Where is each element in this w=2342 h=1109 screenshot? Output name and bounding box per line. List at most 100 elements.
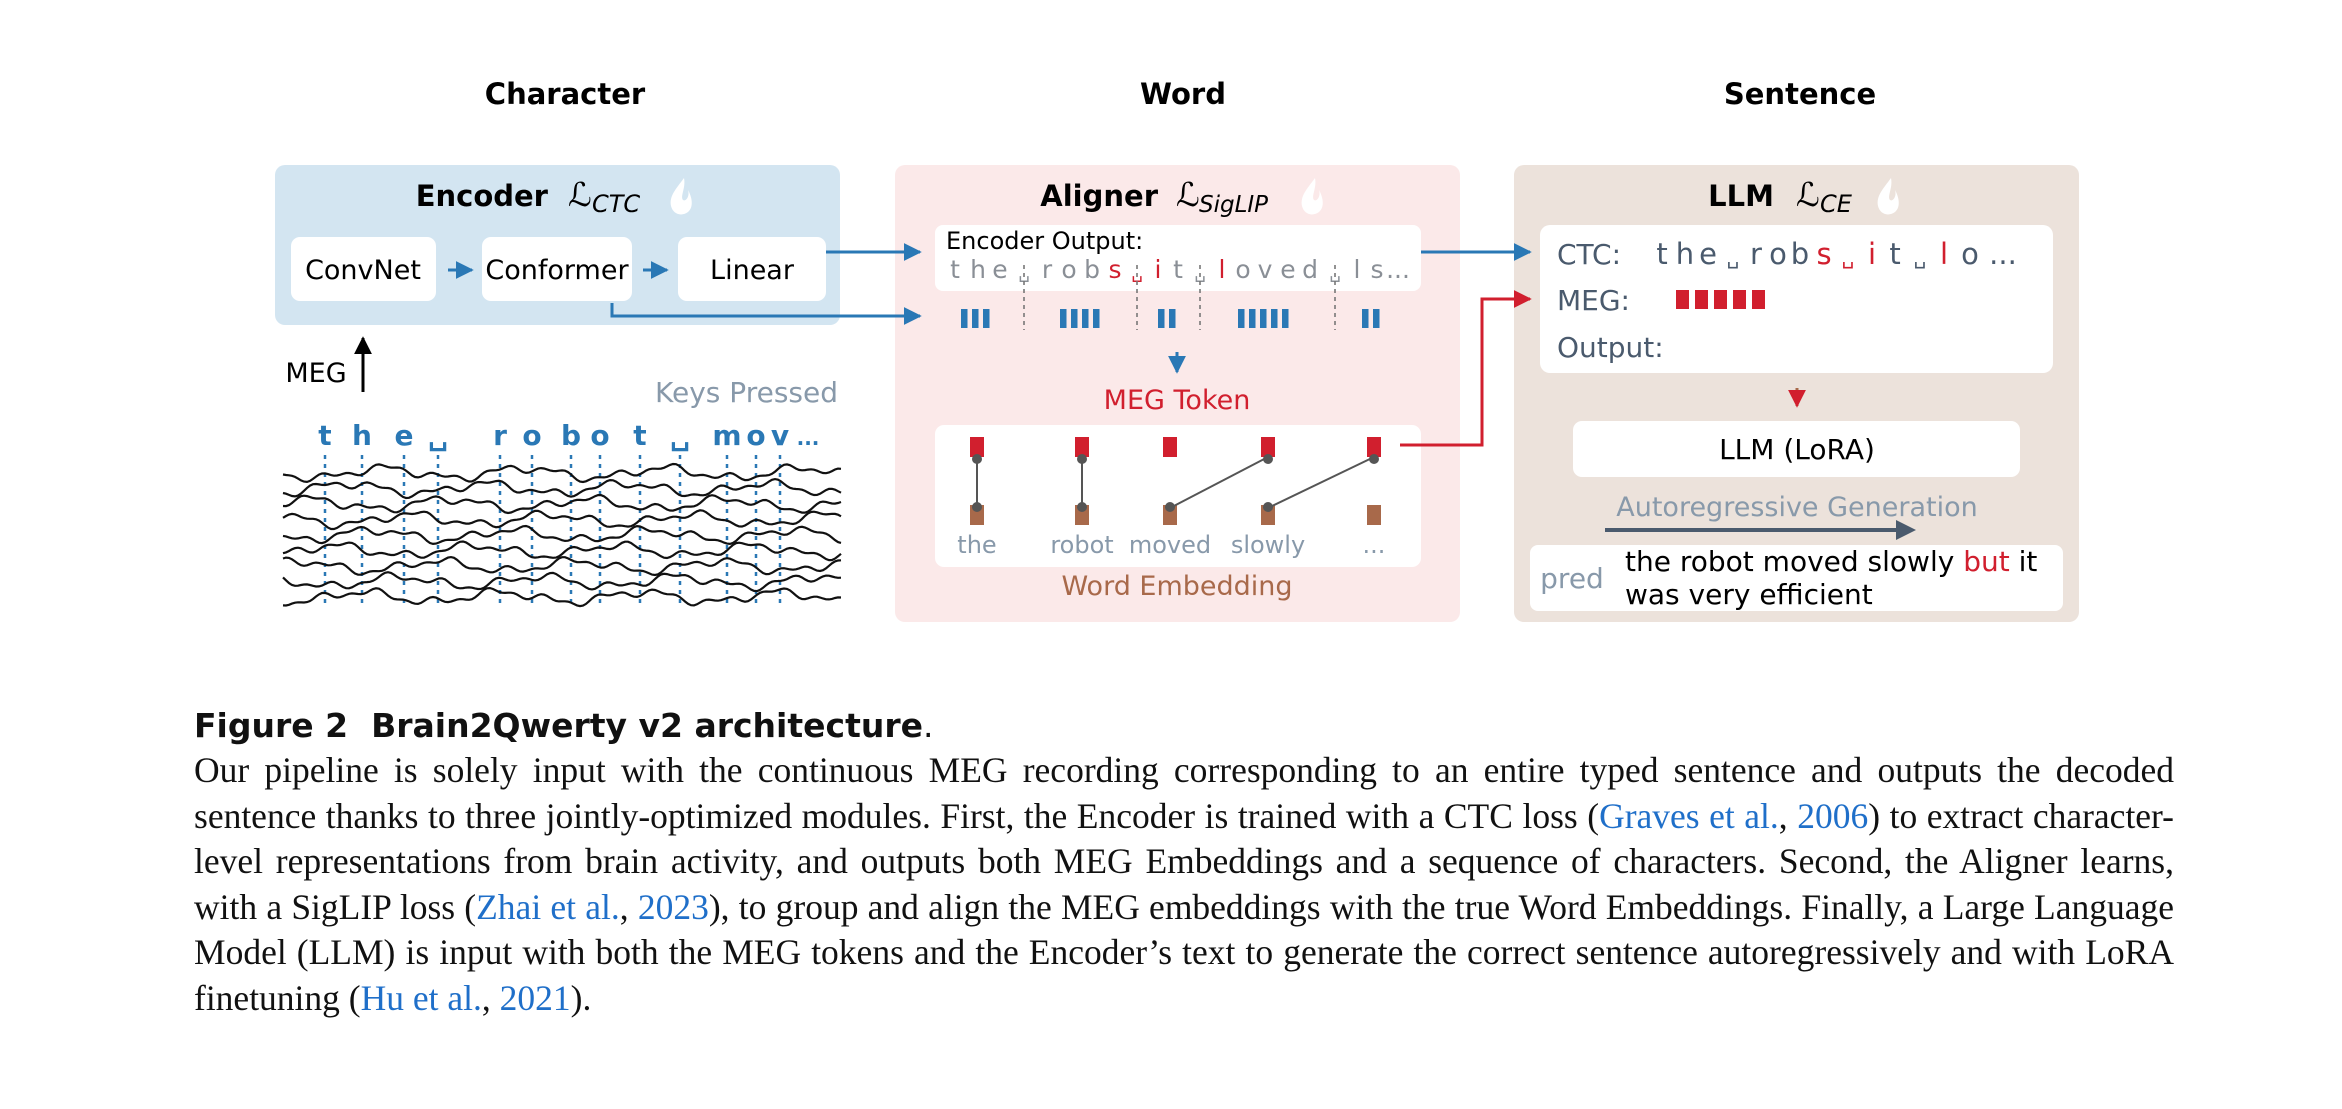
meg-embedding-bar: [1362, 309, 1369, 328]
encoder-output-box: [935, 225, 1421, 291]
key-char: ␣: [428, 419, 448, 452]
figure-caption: Figure 2 Brain2Qwerty v2 architecture. O…: [194, 702, 2174, 1021]
encoder-output-char: l: [1219, 255, 1226, 284]
linear-box: [678, 237, 826, 301]
meg-embedding-bar: [1373, 309, 1380, 328]
meg-input-row-label: MEG:: [1557, 284, 1630, 317]
key-char: o: [746, 419, 765, 452]
encoder-output-char: l: [1354, 255, 1361, 284]
prediction-box: [1530, 545, 2063, 611]
meg-token-square: [1733, 290, 1746, 309]
citation-zhai-year-link[interactable]: 2023: [637, 886, 709, 927]
meg-trace: [282, 509, 842, 531]
meg-token-square: [1367, 437, 1381, 457]
key-char: ...: [797, 426, 820, 450]
ctc-char: l: [1940, 237, 1948, 271]
alignment-node: [972, 502, 982, 512]
meg-embedding-bar: [1158, 309, 1165, 328]
llm-loss-symbol: ℒ: [1796, 175, 1820, 214]
ctc-char: i: [1868, 237, 1876, 271]
key-char: r: [493, 419, 507, 452]
key-char: o: [522, 419, 541, 452]
citation-hu-year-link[interactable]: 2021: [499, 977, 571, 1018]
prediction-line-1: the robot moved slowly but it: [1625, 545, 2037, 578]
llm-lora-box: [1573, 421, 2020, 477]
conformer-label: Conformer: [485, 255, 629, 286]
ctc-char: r: [1750, 237, 1762, 271]
meg-token-squares: [1676, 290, 1765, 309]
caption-sep-2: ,: [619, 886, 638, 927]
encoder-output-char: e: [1280, 255, 1295, 284]
caption-text-1: Our pipeline is solely input with the co…: [194, 750, 2174, 836]
keys-pressed-label: Keys Pressed: [655, 376, 838, 409]
encoder-output-char: ␣: [1194, 262, 1205, 283]
caption-text-2: ) to extract character-level representat…: [194, 795, 2174, 927]
key-char: v: [771, 419, 789, 452]
alignment-node: [1263, 502, 1273, 512]
encoder-output-char: i: [1155, 255, 1162, 284]
meg-trace: [282, 477, 842, 500]
key-char: b: [561, 419, 581, 452]
output-row-label: Output:: [1557, 331, 1664, 364]
meg-embedding-bar: [1260, 309, 1267, 328]
llm-trainable-flame-icon: [1877, 178, 1899, 215]
word-label: slowly: [1231, 531, 1305, 559]
convnet-box: [291, 237, 436, 301]
alignment-node: [1165, 502, 1175, 512]
meg-trace: [282, 586, 842, 608]
alignment-node: [1077, 454, 1087, 464]
meg-embedding-bar: [1071, 309, 1078, 328]
meg-embedding-bar: [1282, 309, 1289, 328]
meg-embedding-bars: [961, 309, 1380, 328]
meg-input-label: MEG: [285, 358, 346, 389]
caption-text-3: ), to group and align the MEG embeddings…: [194, 886, 2175, 1018]
llm-title: LLM: [1708, 179, 1774, 213]
ctc-char: o: [1769, 237, 1787, 271]
aligner-title: Aligner: [1040, 179, 1158, 213]
citation-zhai-link[interactable]: Zhai et al.: [476, 886, 620, 927]
key-char: m: [712, 419, 741, 452]
aligner-loss-subscript: SigLIP: [1199, 192, 1268, 218]
meg-embedding-bar: [1238, 309, 1245, 328]
meg-token-square: [1163, 437, 1177, 457]
encoder-output-char: r: [1042, 255, 1053, 284]
architecture-figure: Character Word Sentence Encoder ℒ CTC Co…: [275, 77, 2079, 622]
key-char: ␣: [670, 419, 690, 452]
encoder-output-char: t: [950, 255, 960, 284]
encoder-panel: Encoder ℒ CTC ConvNet Conformer Linear: [275, 165, 840, 325]
meg-token-square: [1714, 290, 1727, 309]
meg-trace: [282, 540, 842, 562]
aligner-trainable-flame-icon: [1301, 178, 1323, 215]
alignment-node: [1263, 454, 1273, 464]
meg-signal-traces: [282, 462, 842, 608]
key-char: e: [395, 419, 414, 452]
meg-token-label: MEG Token: [1104, 385, 1251, 416]
citation-hu-link[interactable]: Hu et al.: [360, 977, 482, 1018]
meg-embedding-bar: [972, 309, 979, 328]
key-char: h: [352, 419, 372, 452]
meg-trace: [282, 555, 842, 577]
encoder-output-char: s: [1108, 255, 1121, 284]
column-header-character: Character: [485, 77, 646, 111]
key-char: t: [633, 419, 646, 452]
meg-embedding-bar: [1082, 309, 1089, 328]
encoder-output-char: h: [970, 255, 986, 284]
citation-graves-link[interactable]: Graves et al.: [1599, 795, 1779, 836]
convnet-label: ConvNet: [305, 255, 421, 286]
encoder-output-char: ...: [1386, 255, 1410, 284]
ctc-char: ...: [1989, 237, 2017, 271]
encoder-output-char: ␣: [1018, 262, 1029, 283]
encoder-output-char: e: [992, 255, 1007, 284]
encoder-output-char: s: [1370, 255, 1383, 284]
arrow-conformer-to-meg-bars: [610, 303, 922, 325]
word-boundary-lines: [1023, 265, 1336, 330]
citation-graves-year-link[interactable]: 2006: [1797, 795, 1869, 836]
ctc-char: h: [1676, 237, 1694, 271]
encoder-output-char: d: [1302, 255, 1318, 284]
alignment-link: [1169, 456, 1269, 509]
key-char: t: [318, 419, 331, 452]
